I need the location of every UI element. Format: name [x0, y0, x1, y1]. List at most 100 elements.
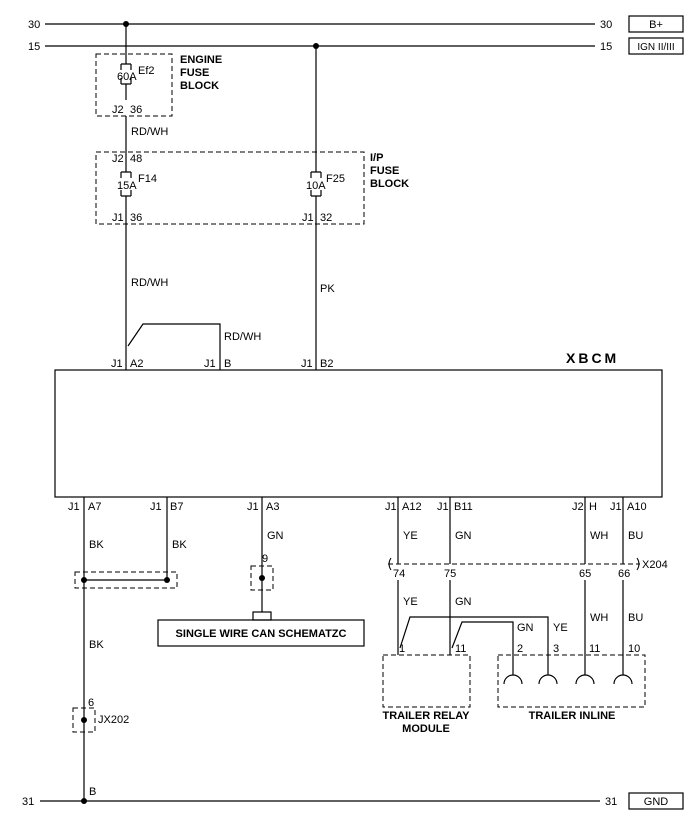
- fuse-f14-pin: 36: [130, 212, 142, 224]
- engine-fuse-pin: 36: [130, 104, 142, 116]
- splice-9-dot: [259, 575, 265, 581]
- ip-in-conn: J2: [112, 153, 124, 165]
- xbcm-top-b2-pin: B2: [320, 358, 333, 370]
- xbcm-bottom-a7-conn: J1: [68, 501, 80, 513]
- rail-30-right-label: 30: [600, 19, 612, 31]
- wire-gn-lower: GN: [455, 596, 472, 608]
- inline-pin-3: 3: [553, 643, 559, 655]
- engine-fuse-block-title-1: ENGINE: [180, 54, 222, 66]
- inline-terminal-3: [538, 674, 558, 685]
- splice-9-label: 9: [262, 553, 268, 565]
- inline-pin-2: 2: [517, 643, 523, 655]
- fuse-ef2-rating: 60A: [117, 71, 137, 83]
- jx202-name: JX202: [98, 714, 129, 726]
- fuse-ef2: [120, 63, 132, 100]
- xbcm-top-a2-conn: J1: [111, 358, 123, 370]
- fuse-f25-conn: J1: [302, 212, 314, 224]
- fuse-f25: [310, 171, 322, 224]
- jx202-dot: [81, 717, 87, 723]
- wire-wh-lower: WH: [590, 612, 608, 624]
- fuse-f14-conn: J1: [112, 212, 124, 224]
- engine-fuse-conn: J2: [112, 104, 124, 116]
- cross-wire-ye: [399, 616, 549, 670]
- rail-15-right-label: 15: [600, 41, 612, 53]
- ip-fuse-block-title-3: BLOCK: [370, 178, 409, 190]
- rail-30-box-label: B+: [649, 19, 663, 31]
- fuse-ef2-name: Ef2: [138, 65, 155, 77]
- rail-31: 31 31 GND: [22, 792, 684, 810]
- inline-pin-10: 10: [628, 643, 640, 655]
- trailer-inline: [497, 654, 646, 708]
- wire-rdwh-3: RD/WH: [224, 331, 261, 343]
- xbcm-module: [54, 369, 663, 498]
- rail-30-left-label: 30: [28, 19, 40, 31]
- rail-31-left-label: 31: [22, 796, 34, 808]
- fuse-f14-name: F14: [138, 173, 157, 185]
- ip-in-pin: 48: [130, 153, 142, 165]
- xbcm-bottom-b11-pin: B11: [454, 501, 473, 513]
- xbcm-top-b-conn: J1: [204, 358, 216, 370]
- engine-fuse-block-title-2: FUSE: [180, 67, 209, 79]
- ground-dot: [81, 798, 87, 804]
- rail-15-left-label: 15: [28, 41, 40, 53]
- xbcm-bottom-a10-pin: A10: [627, 501, 647, 513]
- wire-rdwh-2: RD/WH: [131, 277, 168, 289]
- wire-ye-cross: YE: [553, 622, 568, 634]
- fuse-f25-pin: 32: [320, 212, 332, 224]
- fuse-f25-rating: 10A: [306, 180, 326, 192]
- inline-terminal-2: [503, 674, 523, 685]
- wire-a10-bu: BU: [628, 530, 643, 542]
- xbcm-bottom-a7-pin: A7: [88, 501, 101, 513]
- can-schematic-ref[interactable]: [157, 619, 365, 647]
- relay-pin-1: 1: [399, 643, 405, 655]
- inline-terminal-10: [613, 674, 633, 685]
- xbcm-bottom-a3-conn: J1: [247, 501, 259, 513]
- x204-pin-65: 65: [579, 568, 591, 580]
- xbcm-bottom-b7-pin: B7: [170, 501, 183, 513]
- ip-fuse-block-title-2: FUSE: [370, 165, 399, 177]
- xbcm-top-b-pin: B: [224, 358, 231, 370]
- can-schematic-label: SINGLE WIRE CAN SCHEMATZC: [176, 628, 347, 640]
- wire-gn-cross: GN: [517, 622, 534, 634]
- wire-h-wh: WH: [590, 530, 608, 542]
- trailer-inline-label: TRAILER INLINE: [529, 710, 616, 722]
- wire-b7-bk: BK: [172, 539, 187, 551]
- rail-15-box-label: IGN II/III: [637, 42, 674, 53]
- inline-terminal-11: [575, 674, 595, 685]
- xbcm-bottom-h-conn: J2: [572, 501, 584, 513]
- wire-bu-lower: BU: [628, 612, 643, 624]
- xbcm-top-a2-pin: A2: [130, 358, 143, 370]
- x204-pin-66: 66: [618, 568, 630, 580]
- ip-fuse-block-title-1: I/P: [370, 152, 383, 164]
- splice-dot-a7: [81, 577, 87, 583]
- fuse-f14: [120, 152, 132, 224]
- fuse-f14-rating: 15A: [117, 180, 137, 192]
- wire-b11-gn: GN: [455, 530, 472, 542]
- trailer-relay-module: [382, 654, 471, 708]
- trailer-relay-label-2: MODULE: [402, 723, 450, 735]
- xbcm-title: XBCM: [566, 350, 619, 366]
- splice-9-connector: [250, 565, 274, 591]
- xbcm-top-b2-conn: J1: [301, 358, 313, 370]
- rail-15: 15 15 IGN II/III: [28, 37, 684, 55]
- wire-bk-lower: BK: [89, 639, 104, 651]
- xbcm-bottom-a12-pin: A12: [402, 501, 422, 513]
- relay-pin-11: 11: [455, 643, 466, 655]
- ground-splice-pack: [74, 571, 178, 589]
- xbcm-bottom-a12-conn: J1: [385, 501, 397, 513]
- fuse-f25-name: F25: [326, 173, 345, 185]
- engine-fuse-block: [95, 53, 173, 117]
- x204-name: X204: [642, 559, 668, 571]
- inline-pin-11: 11: [589, 643, 600, 655]
- xbcm-bottom-h-pin: H: [589, 501, 597, 513]
- wire-pk: PK: [320, 283, 335, 295]
- ip-fuse-block: [95, 151, 365, 225]
- x204-pin-75: 75: [444, 568, 456, 580]
- wire-a12-ye: YE: [403, 530, 418, 542]
- wire-a7-bk: BK: [89, 539, 104, 551]
- xbcm-bottom-a3-pin: A3: [266, 501, 279, 513]
- xbcm-bottom-b11-conn: J1: [437, 501, 449, 513]
- can-tab: [252, 611, 272, 621]
- xbcm-bottom-a10-conn: J1: [610, 501, 622, 513]
- splice-dot-b7: [164, 577, 170, 583]
